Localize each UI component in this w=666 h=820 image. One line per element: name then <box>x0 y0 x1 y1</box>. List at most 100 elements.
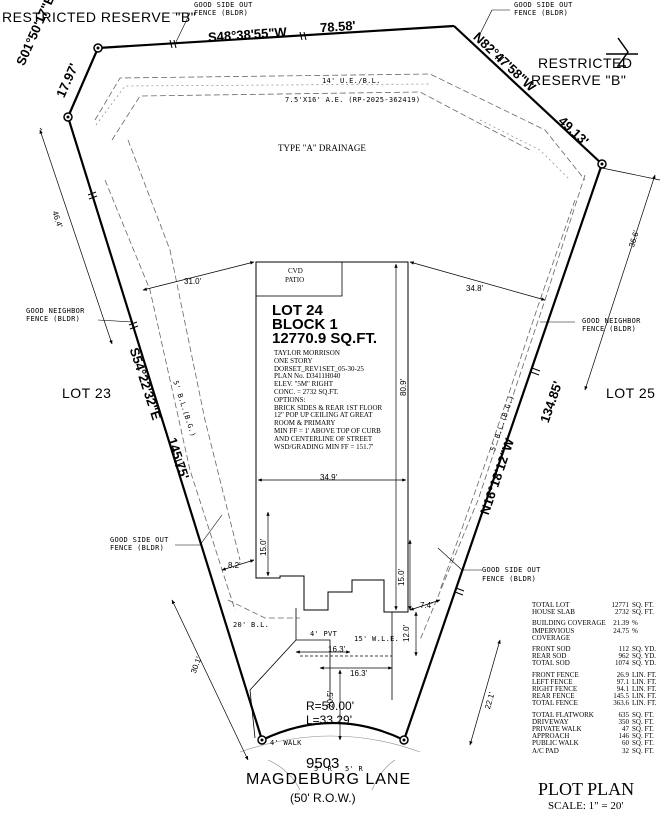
restricted-reserve-b-right-1: RESTRICTED <box>538 55 633 71</box>
summary-label: RIGHT FENCE <box>532 685 578 694</box>
summary-label: LEFT FENCE <box>532 677 573 686</box>
summary-value: 12771 <box>611 601 630 609</box>
front-walk <box>239 735 421 791</box>
ae-label: 7.5'X16' A.E. (RP-2025-362419) <box>285 96 421 104</box>
summary-unit: SQ. FT. <box>632 739 654 748</box>
plot-plan-title: PLOT PLAN <box>538 779 635 799</box>
summary-label: FRONT FENCE <box>532 670 579 679</box>
restricted-reserve-b-right-2: RESERVE "B" <box>531 72 627 88</box>
address-number: 9503 <box>306 755 340 772</box>
summary-unit: LIN. FT. <box>632 670 657 679</box>
restricted-reserve-b-left: RESTRICTED RESERVE "B" <box>2 9 197 25</box>
summary-value: 1074 <box>615 659 629 668</box>
summary-unit: LIN. FT. <box>632 677 657 686</box>
fence-note-top-left-2: FENCE (BLDR) <box>194 9 249 17</box>
fence-note-top-left-1: GOOD SIDE OUT <box>194 1 253 9</box>
curve-length: L=33.29' <box>306 713 353 727</box>
summary-label: REAR SOD <box>532 652 567 661</box>
summary-unit: SQ. FT. <box>632 710 654 719</box>
fence-note-side-left-1: GOOD SIDE OUT <box>110 536 169 544</box>
house-note: ROOM & PRIMARY <box>274 419 336 428</box>
summary-unit: SQ. FT. <box>632 608 654 617</box>
dim-31-0: 31.0' <box>184 277 202 286</box>
reserve-b-symbol <box>606 37 638 67</box>
summary-value: 962 <box>618 652 630 661</box>
house-footprint <box>255 261 409 613</box>
fence-note-side-left-2: FENCE (BLDR) <box>110 544 165 552</box>
house-note: TAYLOR MORRISON <box>274 349 340 357</box>
driveway <box>249 608 393 739</box>
dim-16-3-a: 16.3' <box>328 645 346 654</box>
dim-15-0-right: 15.0' <box>397 568 406 586</box>
house-note: WSD/GRADING MIN FF = 151.7' <box>274 442 374 451</box>
dim-8-2: 8.2' <box>228 561 241 570</box>
fence-note-side-right-1: GOOD SIDE OUT <box>482 566 541 574</box>
summary-value: 635 <box>618 710 630 719</box>
house-note: 12" POP UP CEILING AT GREAT <box>274 411 373 420</box>
summary-label: IMPERVIOUS COVERAGE <box>532 626 575 642</box>
house-note: DORSET_REV1SET_05-30-25 <box>274 364 364 373</box>
fence-note-side-right-2: FENCE (BLDR) <box>482 575 537 583</box>
summary-value: 26.9 <box>616 670 629 679</box>
drainage-swale <box>95 83 571 181</box>
summary-unit: SQ. FT. <box>632 717 654 726</box>
summary-label: TOTAL FENCE <box>532 699 578 708</box>
fence-note-neighbor-left-2: FENCE (BLDR) <box>26 315 81 323</box>
summary-value: 2732 <box>615 608 629 617</box>
summary-unit: LIN. FT. <box>632 699 657 708</box>
house-note: BRICK SIDES & REAR 1ST FLOOR <box>274 403 383 412</box>
summary-label: REAR FENCE <box>532 692 575 701</box>
summary-value: 97.1 <box>616 677 629 686</box>
fence-note-neighbor-right-2: FENCE (BLDR) <box>582 325 637 333</box>
summary-unit: SQ. YD. <box>632 645 657 654</box>
house-note: ONE STORY <box>274 356 313 365</box>
summary-label: DRIVEWAY <box>532 717 569 726</box>
house-note: ELEV. "5M" RIGHT <box>274 380 334 389</box>
house-note: OPTIONS: <box>274 395 306 404</box>
summary-unit: LIN. FT. <box>632 692 657 701</box>
drainage-label: TYPE "A" DRAINAGE <box>278 143 366 153</box>
summary-value: 350 <box>618 717 630 726</box>
summary-label: TOTAL SOD <box>532 659 570 668</box>
lot-25-label: LOT 25 <box>606 385 656 401</box>
lot-block-area: LOT 24 BLOCK 1 12770.9 SQ.FT. <box>272 303 377 346</box>
house-note: MIN FF = 1' ABOVE TOP OF CURB <box>274 426 381 435</box>
summary-unit: % <box>632 619 638 628</box>
dim-7-4: 7.4' <box>420 601 433 610</box>
summary-unit: SQ. YD. <box>632 659 657 668</box>
summary-value: 94.1 <box>616 685 629 694</box>
summary-value: 21.39 <box>613 619 629 628</box>
summary-value: 32 <box>622 746 629 755</box>
summary-label: PUBLIC WALK <box>532 739 579 748</box>
summary-unit: SQ. FT. <box>632 746 654 755</box>
summary-label: PRIVATE WALK <box>532 725 582 734</box>
radius-right-label: 5' R <box>345 765 364 773</box>
dim-15-0-left: 15.0' <box>259 538 268 556</box>
summary-unit: SQ. FT. <box>632 732 654 741</box>
patio <box>255 261 343 297</box>
patio-label-2: PATIO <box>285 276 305 284</box>
fence-note-top-right-1: GOOD SIDE OUT <box>514 1 573 9</box>
patio-label-1: CVD <box>288 267 303 275</box>
fence-note-neighbor-right-1: GOOD NEIGHBOR <box>582 317 641 325</box>
walk-label: 4' WALK <box>270 739 302 747</box>
summary-unit: SQ. FT. <box>632 725 654 734</box>
